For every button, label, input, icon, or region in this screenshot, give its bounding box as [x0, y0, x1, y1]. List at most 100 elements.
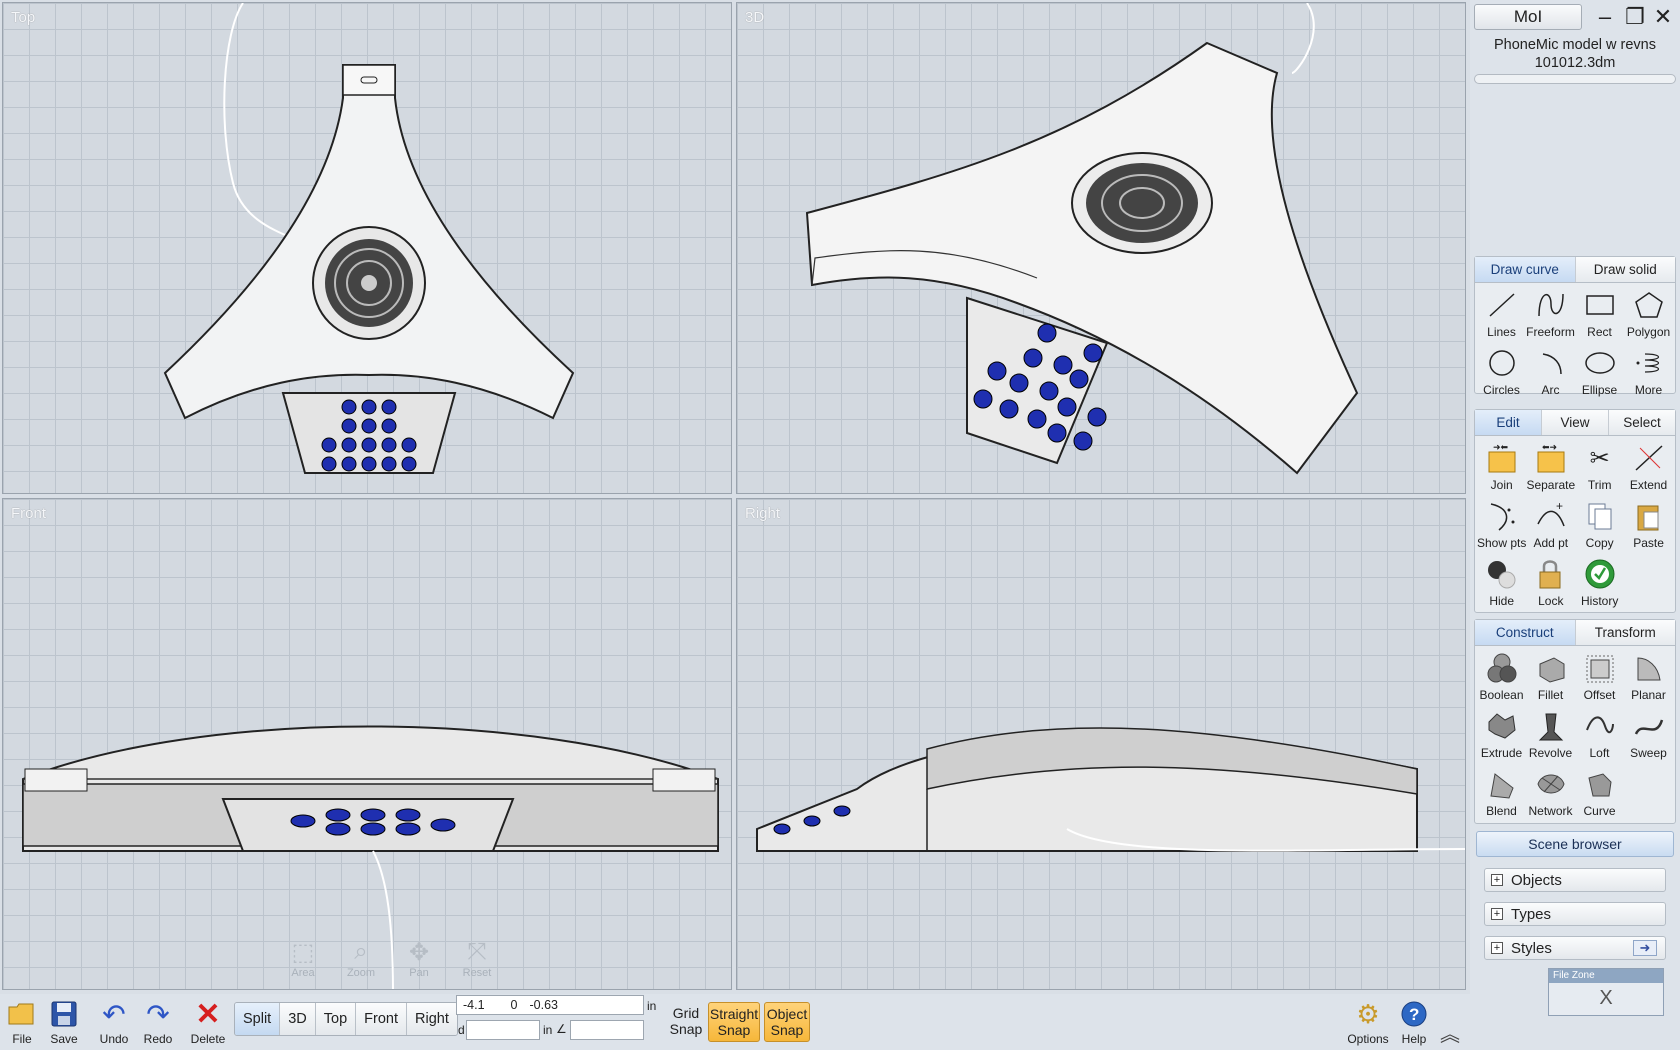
tab-transform[interactable]: Transform: [1575, 620, 1675, 645]
rect-icon: [1580, 287, 1620, 323]
planar-tool[interactable]: Planar: [1624, 650, 1673, 708]
hide-tool[interactable]: Hide: [1477, 556, 1526, 614]
file-button[interactable]: File: [0, 998, 44, 1046]
view-nav-overlay: ⬚Area ⌕Zoom ✥Pan ⤧Reset: [283, 937, 497, 979]
view-switcher: Split 3D Top Front Right: [234, 1002, 458, 1036]
revolve-icon: [1531, 708, 1571, 744]
fillet-tool[interactable]: Fillet: [1526, 650, 1575, 708]
viewport-title[interactable]: 3D: [745, 9, 765, 26]
tab-edit[interactable]: Edit: [1475, 410, 1542, 435]
viewport-right[interactable]: Right: [736, 498, 1466, 990]
zoom-button[interactable]: ⌕Zoom: [346, 938, 376, 979]
freeform-tool[interactable]: Freeform: [1526, 287, 1575, 345]
ellipse-tool[interactable]: Ellipse: [1575, 345, 1624, 403]
edit-palette: Edit View Select ➜⬅Join ⬅➜Separate ✂Trim…: [1474, 409, 1676, 613]
distance-label: d: [458, 1023, 465, 1037]
sweep-tool[interactable]: Sweep: [1624, 708, 1673, 766]
expand-icon[interactable]: +: [1491, 942, 1503, 954]
file-zone-close[interactable]: X: [1599, 987, 1613, 1009]
view-top-button[interactable]: Top: [315, 1003, 357, 1035]
viewport-title[interactable]: Right: [745, 505, 781, 522]
offset-tool[interactable]: Offset: [1575, 650, 1624, 708]
hide-spheres-icon: [1482, 556, 1522, 592]
boolean-icon: [1482, 650, 1522, 686]
network-tool[interactable]: Network: [1526, 766, 1575, 824]
arrow-right-icon[interactable]: ➜: [1633, 940, 1657, 956]
lock-tool[interactable]: Lock: [1526, 556, 1575, 614]
separate-tool[interactable]: ⬅➜Separate: [1526, 442, 1576, 492]
close-icon[interactable]: ✕: [1653, 4, 1673, 29]
area-zoom-button[interactable]: ⬚Area: [283, 937, 323, 980]
distance-unit-label: in: [543, 1023, 553, 1037]
file-zone[interactable]: File Zone X: [1548, 968, 1664, 1016]
pan-button[interactable]: ✥Pan: [399, 937, 439, 980]
minimize-icon[interactable]: –: [1598, 4, 1612, 29]
join-tool[interactable]: ➜⬅Join: [1477, 440, 1526, 498]
help-button[interactable]: ? Help: [1392, 998, 1436, 1046]
viewport-title[interactable]: Front: [11, 505, 47, 522]
copy-tool[interactable]: Copy: [1575, 498, 1624, 556]
view-front-button[interactable]: Front: [356, 1003, 407, 1035]
tab-construct[interactable]: Construct: [1475, 620, 1576, 645]
draw-palette: Draw curve Draw solid Lines Freeform Rec…: [1474, 256, 1676, 397]
view-3d-button[interactable]: 3D: [280, 1003, 316, 1035]
extrude-tool[interactable]: Extrude: [1477, 708, 1526, 766]
options-button[interactable]: ⚙ Options: [1347, 998, 1389, 1047]
trim-tool[interactable]: ✂Trim: [1575, 440, 1624, 498]
loft-tool[interactable]: Loft: [1575, 708, 1624, 766]
clipboard-icon: [1629, 498, 1669, 534]
object-snap-toggle[interactable]: Object Snap: [764, 1002, 810, 1042]
tab-draw-curve[interactable]: Draw curve: [1475, 257, 1576, 282]
scene-styles[interactable]: + Styles ➜: [1484, 936, 1666, 960]
save-button[interactable]: Save: [42, 998, 86, 1046]
view-split-button[interactable]: Split: [235, 1003, 281, 1035]
curve-tool[interactable]: Curve: [1575, 766, 1624, 824]
boolean-tool[interactable]: Boolean: [1477, 650, 1526, 708]
app-menu-button[interactable]: MoI: [1474, 4, 1582, 30]
redo-button[interactable]: ↷ Redo: [136, 998, 180, 1047]
viewport-front[interactable]: Front ⬚Area ⌕Zoom ✥Pan ⤧Reset: [2, 498, 732, 990]
circles-tool[interactable]: Circles: [1477, 345, 1526, 403]
tab-select[interactable]: Select: [1609, 410, 1675, 435]
revolve-tool[interactable]: Revolve: [1526, 708, 1575, 766]
sweep-icon: [1629, 708, 1669, 744]
history-icon: [1580, 556, 1620, 592]
viewport-title[interactable]: Top: [11, 9, 36, 26]
straight-snap-toggle[interactable]: Straight Snap: [708, 1002, 760, 1042]
extend-tool[interactable]: Extend: [1624, 440, 1673, 498]
history-tool[interactable]: History: [1575, 556, 1624, 614]
show-points-tool[interactable]: Show pts: [1477, 498, 1526, 556]
extend-icon: [1629, 440, 1669, 476]
add-point-tool[interactable]: +Add pt: [1526, 498, 1575, 556]
viewport-top[interactable]: Top: [2, 2, 732, 494]
expand-icon[interactable]: +: [1491, 874, 1503, 886]
delete-button[interactable]: ✕ Delete: [190, 997, 226, 1047]
coordinate-input[interactable]: -4.1 0 -0.63: [456, 995, 644, 1015]
scene-browser-button[interactable]: Scene browser: [1476, 831, 1674, 857]
rect-tool[interactable]: Rect: [1575, 287, 1624, 345]
paste-tool[interactable]: Paste: [1624, 498, 1673, 556]
distance-input[interactable]: [466, 1020, 540, 1040]
polygon-icon: [1629, 287, 1669, 323]
reset-view-button[interactable]: ⤧Reset: [462, 938, 492, 979]
expand-icon[interactable]: +: [1491, 908, 1503, 920]
restore-icon[interactable]: ❐: [1625, 4, 1645, 29]
grid-snap-toggle[interactable]: Grid Snap: [669, 1005, 703, 1037]
angle-input[interactable]: [570, 1020, 644, 1040]
tab-draw-solid[interactable]: Draw solid: [1575, 257, 1675, 282]
arc-tool[interactable]: Arc: [1526, 345, 1575, 403]
viewport-3d[interactable]: 3D: [736, 2, 1466, 494]
scene-types[interactable]: + Types: [1484, 902, 1666, 926]
undo-button[interactable]: ↶ Undo: [92, 998, 136, 1047]
magnifier-icon: ⌕: [354, 938, 368, 965]
view-right-button[interactable]: Right: [407, 1003, 457, 1035]
more-tool[interactable]: More: [1624, 345, 1673, 403]
circle-icon: [1482, 345, 1522, 381]
chevron-up-icon[interactable]: ︽: [1440, 1024, 1460, 1046]
lines-tool[interactable]: Lines: [1477, 287, 1526, 345]
scene-objects[interactable]: + Objects: [1484, 868, 1666, 892]
blend-tool[interactable]: Blend: [1477, 766, 1526, 824]
polygon-tool[interactable]: Polygon: [1624, 287, 1673, 345]
extrude-icon: [1482, 708, 1522, 744]
tab-view[interactable]: View: [1542, 410, 1609, 435]
